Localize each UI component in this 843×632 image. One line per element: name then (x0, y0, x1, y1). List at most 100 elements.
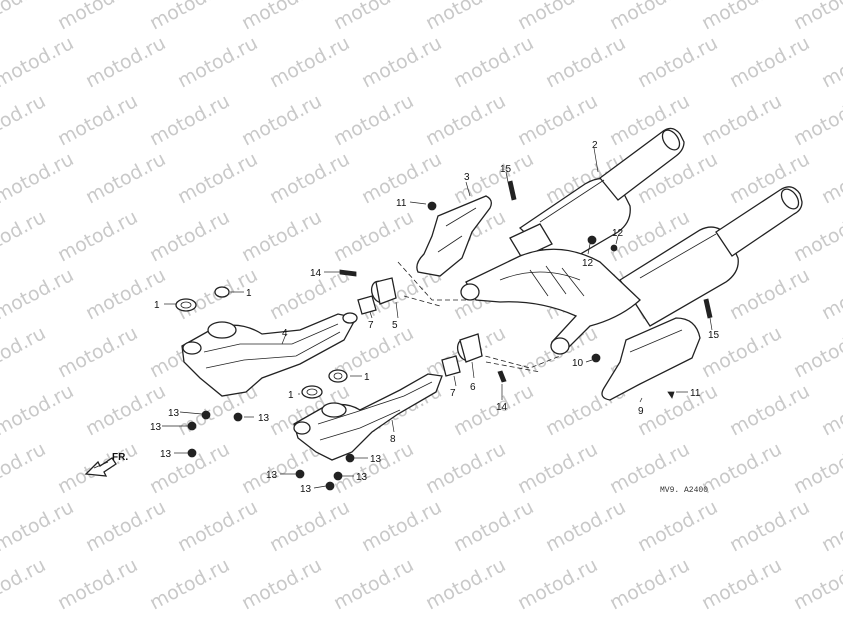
watermark-text: motod.ru (790, 206, 843, 266)
watermark-text: motod.ru (330, 206, 417, 266)
watermark-text: motod.ru (422, 438, 509, 498)
part-label-13: 13 (168, 408, 180, 419)
watermark-text: motod.ru (358, 32, 445, 92)
watermark-text: motod.ru (634, 380, 721, 440)
part-label-7: 7 (368, 320, 374, 331)
watermark-text: motod.ru (818, 264, 843, 324)
watermark-text: motod.ru (82, 264, 169, 324)
watermark-text: motod.ru (450, 380, 537, 440)
watermark-text: motod.ru (514, 438, 601, 498)
watermark-text: motod.ru (542, 32, 629, 92)
collector-pipe (460, 248, 641, 355)
part-label-13: 13 (150, 422, 162, 433)
part-label-12: 12 (612, 228, 624, 239)
watermark-text: motod.ru (726, 496, 813, 556)
exhaust-pipe-front (293, 373, 443, 461)
watermark-text: motod.ru (0, 264, 77, 324)
watermark-text: motod.ru (514, 0, 601, 34)
part-label-5: 5 (392, 320, 398, 331)
watermark-text: motod.ru (54, 206, 141, 266)
watermark-text: motod.ru (790, 90, 843, 150)
watermark-text: motod.ru (634, 496, 721, 556)
watermark-text: motod.ru (0, 90, 49, 150)
part-label-4: 4 (282, 328, 288, 339)
watermark-text: motod.ru (542, 496, 629, 556)
watermark-text: motod.ru (358, 496, 445, 556)
part-label-3: 3 (464, 172, 470, 183)
part-label-14: 14 (310, 268, 322, 279)
part-label-1: 1 (246, 288, 252, 299)
watermark-text: motod.ru (82, 496, 169, 556)
watermark-text: motod.ru (330, 0, 417, 34)
watermark-text: motod.ru (266, 32, 353, 92)
watermark-text: motod.ru (0, 148, 77, 208)
watermark-text: motod.ru (790, 0, 843, 34)
watermark-text: motod.ru (726, 264, 813, 324)
watermark-text: motod.ru (790, 322, 843, 382)
part-label-13: 13 (258, 413, 270, 424)
watermark-text: motod.ru (450, 496, 537, 556)
part-label-9: 9 (638, 406, 644, 417)
watermark-text: motod.ru (0, 322, 49, 382)
part-label-12: 12 (582, 258, 594, 269)
watermark-text: motod.ru (514, 90, 601, 150)
watermark-text: motod.ru (146, 90, 233, 150)
watermark-text: motod.ru (0, 554, 49, 614)
watermark-text: motod.ru (0, 206, 49, 266)
watermark-text: motod.ru (450, 32, 537, 92)
part-label-7: 7 (450, 388, 456, 399)
watermark-text: motod.ru (790, 554, 843, 614)
watermark-text: motod.ru (698, 0, 785, 34)
part-label-15: 15 (708, 330, 720, 341)
part-label-1: 1 (288, 390, 294, 401)
watermark-text: motod.ru (634, 32, 721, 92)
assembly-guide-lines (397, 261, 561, 373)
part-label-13: 13 (356, 472, 368, 483)
watermark-text: motod.ru (698, 90, 785, 150)
direction-label: FR. (112, 452, 128, 463)
watermark-text: motod.ru (146, 438, 233, 498)
lower-muffler (619, 186, 803, 327)
watermark-text: motod.ru (698, 438, 785, 498)
part-label-13: 13 (160, 449, 172, 460)
watermark-text: motod.ru (174, 32, 261, 92)
watermark-text: motod.ru (0, 0, 49, 34)
watermark-text: motod.ru (146, 0, 233, 34)
watermark-text: motod.ru (54, 0, 141, 34)
watermark-text: motod.ru (790, 438, 843, 498)
part-label-15: 15 (500, 164, 512, 175)
watermark-text: motod.ru (0, 380, 77, 440)
watermark-text: motod.ru (818, 148, 843, 208)
watermark-text: motod.ru (266, 496, 353, 556)
watermark-text: motod.ru (818, 380, 843, 440)
watermark-text: motod.ru (726, 32, 813, 92)
watermark-text: motod.ru (330, 90, 417, 150)
watermark-text: motod.ru (698, 554, 785, 614)
watermark-text: motod.ru (422, 554, 509, 614)
watermark-text: motod.ru (818, 496, 843, 556)
exhaust-pipe-rear (181, 312, 358, 397)
upper-muffler (509, 127, 685, 267)
leader-lines (162, 147, 713, 489)
watermark-text: motod.ru (238, 554, 325, 614)
part-label-11: 11 (690, 388, 701, 399)
part-label-13: 13 (370, 454, 382, 465)
heat-shield-lower (601, 317, 701, 401)
part-label-10: 10 (572, 358, 584, 369)
joints-and-clamps (357, 277, 483, 377)
watermark-text: motod.ru (726, 380, 813, 440)
part-label-6: 6 (470, 382, 476, 393)
part-label-13: 13 (266, 470, 278, 481)
front-direction-arrow: FR. (84, 452, 128, 477)
watermark-text: motod.ru (606, 0, 693, 34)
watermark-text: motod.ru (174, 148, 261, 208)
watermark-text: motod.ru (606, 554, 693, 614)
part-label-14: 14 (496, 402, 508, 413)
watermark-text: motod.ru (514, 554, 601, 614)
watermark-text: motod.ru (146, 206, 233, 266)
watermark-text: motod.ru (238, 0, 325, 34)
watermark-text: motod.ru (238, 90, 325, 150)
part-label-1: 1 (154, 300, 160, 311)
